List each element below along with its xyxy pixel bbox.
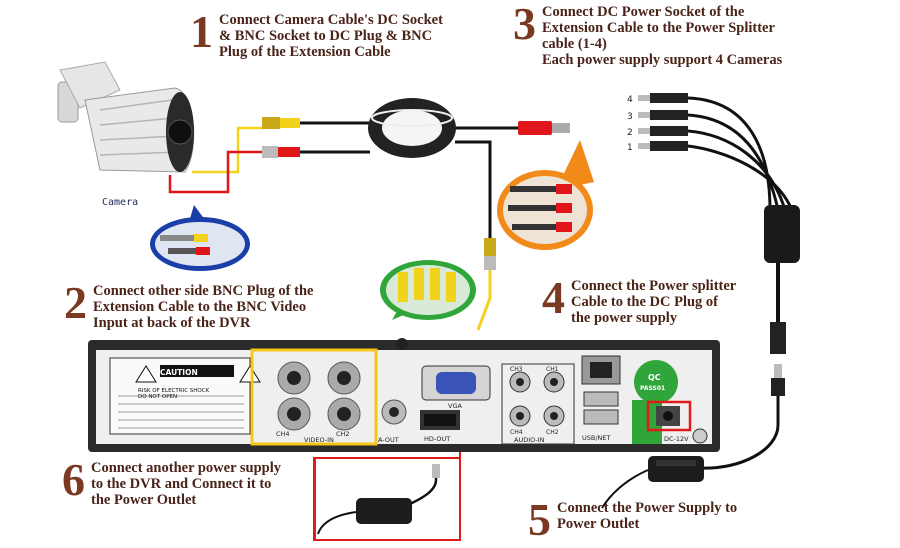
dvr-qc-pass: PASS01 [640, 385, 665, 392]
bnc-connector-pair [262, 117, 300, 158]
step-6-text: Connect another power supply to the DVR … [91, 460, 282, 508]
dvr-hd-out-label: HD-OUT [424, 435, 450, 443]
dvr-audio-ch3-label: CH3 [510, 366, 523, 373]
splitter-lead-4 [687, 96, 772, 211]
step-2-text: Connect other side BNC Plug of the Exten… [93, 283, 314, 331]
dvr-audio-ch2-label: CH2 [546, 429, 559, 436]
step-6: 6 Connect another power supply to the DV… [62, 454, 282, 509]
psu-output-cable [699, 394, 780, 470]
step-3: 3 Connect DC Power Socket of the Extensi… [513, 0, 783, 69]
psu-outlet-cable [601, 469, 649, 509]
dvr-ch4-label: CH4 [276, 430, 290, 438]
step-6-number: 6 [62, 454, 85, 505]
dvr-vga-label: VGA [448, 402, 462, 410]
step-4: 4 Connect the Power splitter Cable to th… [542, 272, 737, 327]
splitter-lead-3 [687, 113, 780, 211]
camera-power-lead [168, 150, 262, 194]
step-5: 5 Connect the Power Supply to Power Outl… [528, 494, 738, 545]
step-5-text: Connect the Power Supply to Power Outlet [557, 500, 738, 532]
dvr-usb-net-label: USB/NET [582, 434, 611, 442]
splitter-port-2: 2 [627, 128, 633, 138]
step-4-text: Connect the Power splitter Cable to the … [571, 278, 737, 326]
step-2: 2 Connect other side BNC Plug of the Ext… [64, 277, 314, 332]
dvr-back-panel [88, 338, 720, 452]
dvr-audio-ch1-label: CH1 [546, 366, 559, 373]
dc-socket-connector [518, 121, 570, 135]
dvr-a-out-label: A-OUT [378, 436, 399, 444]
step-1: 1 Connect Camera Cable's DC Socket & BNC… [190, 6, 443, 61]
step-5-number: 5 [528, 494, 551, 545]
power-socket-callout [497, 140, 594, 250]
dvr-bnc-callout [380, 260, 476, 320]
step-1-number: 1 [190, 6, 213, 57]
extension-cable-down [455, 140, 492, 255]
splitter-port-4: 4 [627, 95, 633, 105]
dvr-audio-ch4-label: CH4 [510, 429, 523, 436]
camera-video-lead [192, 126, 262, 174]
camera [57, 61, 195, 173]
step-2-number: 2 [64, 277, 87, 328]
splitter-port-3: 3 [627, 112, 633, 122]
camera-label: Camera [102, 197, 138, 208]
step-3-text: Connect DC Power Socket of the Extension… [542, 4, 783, 68]
dvr-video-in-label: VIDEO-IN [304, 436, 334, 444]
camera-power-supply [648, 456, 704, 482]
dvr-audio-in-label: AUDIO-IN [514, 436, 545, 444]
dvr-ch2-label: CH2 [336, 430, 350, 438]
extension-cable-coil [368, 98, 456, 158]
splitter-lead-1 [687, 144, 794, 211]
splitter-port-1: 1 [627, 143, 633, 153]
extension-bnc-yellow [476, 270, 492, 331]
step-3-number: 3 [513, 0, 536, 49]
camera-connector-callout [150, 205, 250, 271]
power-splitter [638, 93, 800, 354]
step-1-text: Connect Camera Cable's DC Socket & BNC S… [219, 12, 443, 60]
dvr-power-label: DC-12V [664, 435, 689, 443]
dvr-caution-title: CAUTION [160, 368, 198, 377]
psu-dc-plug [771, 364, 785, 396]
dvr-qc-badge: QC [648, 373, 661, 382]
splitter-lead-2 [687, 129, 787, 211]
step-4-number: 4 [542, 272, 565, 323]
extension-bnc-plug [484, 238, 496, 270]
dvr-power-supply-highlight [313, 457, 461, 541]
